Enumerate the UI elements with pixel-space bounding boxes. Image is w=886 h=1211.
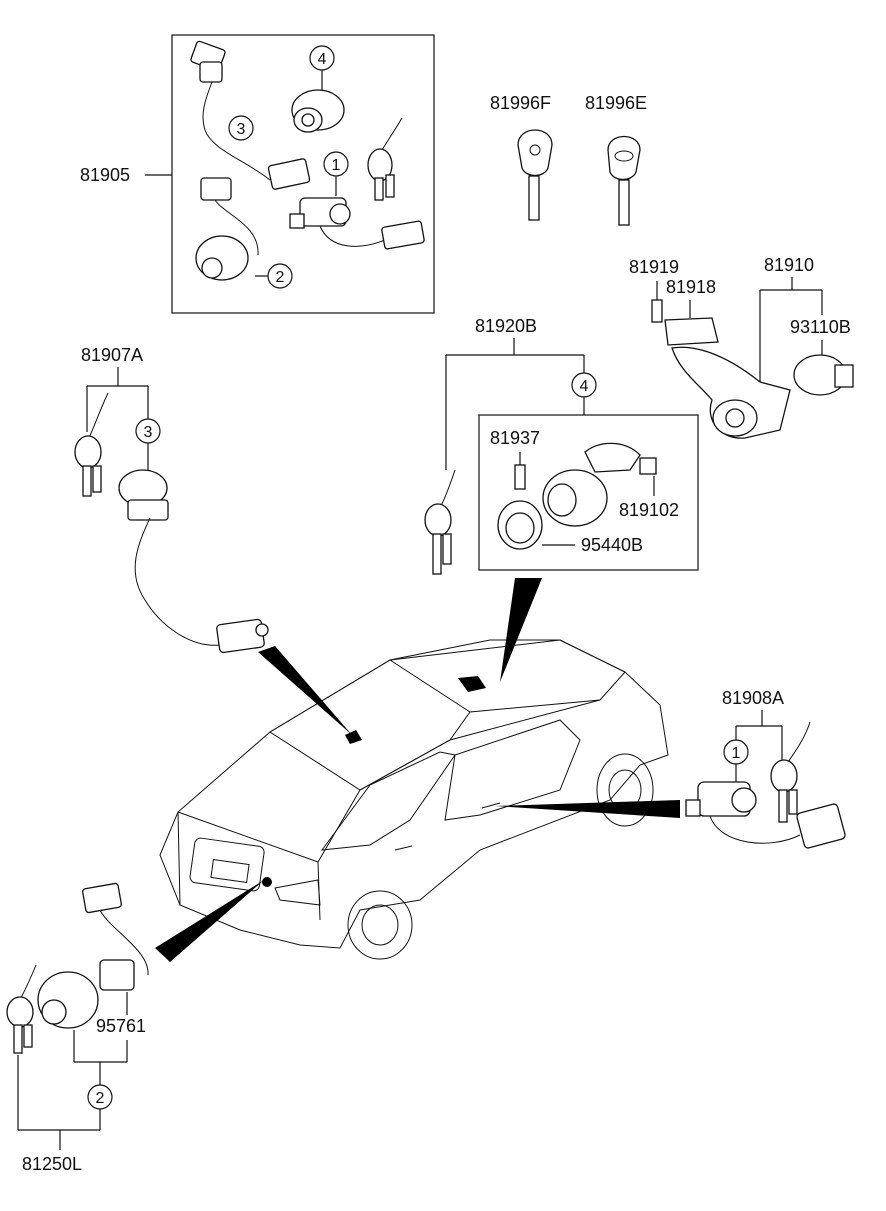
callout-1-kit-label: 1 <box>332 157 341 174</box>
kit-81905-box <box>171 34 435 314</box>
callout-3-kit-label: 3 <box>237 121 246 138</box>
cylinder-81908A-group: 81908A 1 <box>685 688 846 849</box>
trunk-cylinder-81250L-group: 95761 2 81250L <box>6 882 149 1174</box>
part-number-81920B: 81920B <box>475 316 537 336</box>
callout-1-81908A-label: 1 <box>732 745 741 762</box>
part-number-95761: 95761 <box>96 1016 146 1036</box>
leader-wedge-81908A <box>495 800 680 818</box>
leader-wedge-81907A <box>258 646 352 735</box>
part-number-81908A: 81908A <box>722 688 784 708</box>
callout-4-kit-label: 4 <box>318 51 327 68</box>
part-number-81937: 81937 <box>490 428 540 448</box>
part-number-81996F: 81996F <box>490 93 551 113</box>
callout-2-81250L-label: 2 <box>96 1090 105 1107</box>
assembly-81920B-group: 81920B 4 81937 819102 95440B <box>424 316 699 575</box>
key-81996F-group: 81996F <box>490 93 553 221</box>
vehicle-illustration <box>159 639 669 960</box>
cylinder-81907A-group: 81907A 3 <box>74 345 269 654</box>
ignition-cylinder-part <box>291 89 345 133</box>
leader-wedge-81250L <box>155 880 264 962</box>
callout-2-kit-label: 2 <box>276 269 285 286</box>
callout-2-kit <box>267 263 293 289</box>
part-number-95440B: 95440B <box>581 535 643 555</box>
part-number-81905: 81905 <box>80 165 130 185</box>
part-number-81250L: 81250L <box>22 1154 82 1174</box>
assembly-81920B-box <box>478 414 699 571</box>
part-number-81996E: 81996E <box>585 93 647 113</box>
trunk-cylinder-part <box>195 177 259 281</box>
callout-4-81920B-label: 4 <box>580 378 589 395</box>
connector-part <box>190 40 271 181</box>
key-pair-kit <box>367 117 403 201</box>
key-81996E-group: 81996E <box>585 93 647 226</box>
part-number-81919: 81919 <box>629 257 679 277</box>
part-number-93110B: 93110B <box>790 317 851 337</box>
part-number-819102: 819102 <box>619 500 679 520</box>
leader-wedge-81920B <box>500 578 542 682</box>
door-cylinder-part <box>289 197 425 250</box>
callout-3-81907A-label: 3 <box>144 424 153 441</box>
kit-81905-group: 81905 3 4 1 <box>80 34 435 314</box>
callout-3-kit <box>228 115 254 141</box>
part-number-81918: 81918 <box>666 277 716 297</box>
part-number-81907A: 81907A <box>81 345 143 365</box>
steering-lock-group: 81919 81918 81910 93110B <box>629 255 854 439</box>
part-number-81910: 81910 <box>764 255 814 275</box>
